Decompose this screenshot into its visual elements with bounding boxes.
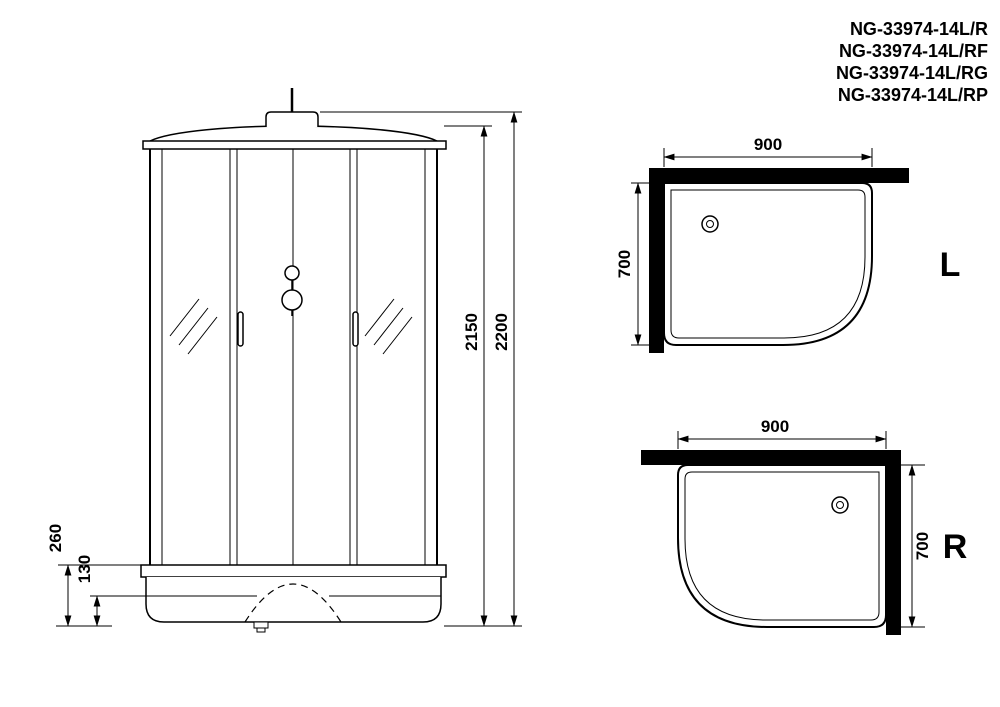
tray-skirt xyxy=(145,577,442,623)
cabin-body-frame xyxy=(149,149,438,565)
drain-outlet xyxy=(253,621,269,629)
dimension-base-height: 260 130 xyxy=(46,524,146,627)
dimension-width-l: 900 xyxy=(663,135,873,167)
mixer-knobs xyxy=(281,265,303,316)
mixer-knob-large xyxy=(281,289,303,311)
drain-circle-r xyxy=(831,496,849,514)
dim-label-700-r: 700 xyxy=(913,532,932,560)
dim-label-900-r: 900 xyxy=(761,417,789,436)
dim-label-900-l: 900 xyxy=(754,135,782,154)
access-panel-dashed-arc xyxy=(244,583,342,623)
model-number-4: NG-33974-14L/RP xyxy=(838,85,988,105)
dimension-width-r: 900 xyxy=(677,417,887,449)
tray-inner-rim-l xyxy=(670,189,866,339)
drain-center-r xyxy=(836,501,844,509)
door-handle-left xyxy=(237,311,244,347)
dim-label-2150: 2150 xyxy=(462,313,481,351)
door-handle-right xyxy=(352,311,359,347)
glass-hatch-right xyxy=(364,298,413,355)
wall-top-l xyxy=(649,168,909,183)
plan-view-right-version: 900 700 R xyxy=(641,417,967,635)
front-elevation-view: 260 130 2150 2200 xyxy=(46,88,522,633)
dim-label-260: 260 xyxy=(46,524,65,552)
drain-outlet-foot xyxy=(256,627,266,633)
dim-label-2200: 2200 xyxy=(492,313,511,351)
model-number-1: NG-33974-14L/R xyxy=(850,19,988,39)
dim-label-700-l: 700 xyxy=(615,250,634,278)
tray-inner-rim-r xyxy=(684,471,880,621)
dimension-depth-l: 700 xyxy=(615,182,664,346)
glass-hatch-left xyxy=(169,298,218,355)
model-number-3: NG-33974-14L/RG xyxy=(836,63,988,83)
wall-top-r xyxy=(641,450,901,465)
model-number-list: NG-33974-14L/R NG-33974-14L/RF NG-33974-… xyxy=(836,19,988,105)
orientation-label-l: L xyxy=(940,246,961,284)
wall-left-l xyxy=(649,168,664,353)
orientation-label-r: R xyxy=(943,528,968,566)
tray-rim xyxy=(140,564,447,578)
model-number-2: NG-33974-14L/RF xyxy=(839,41,988,61)
dimension-depth-r: 700 xyxy=(886,464,932,628)
dim-label-130: 130 xyxy=(75,555,94,583)
plan-view-left-version: 900 700 L xyxy=(615,135,960,353)
mixer-knob-small xyxy=(284,265,300,281)
drain-center-l xyxy=(706,220,714,228)
roof-cap xyxy=(265,111,319,127)
drain-circle-l xyxy=(701,215,719,233)
roof-rim xyxy=(142,140,447,150)
base-tray xyxy=(140,564,447,633)
roof-dome xyxy=(142,88,447,150)
dimension-heights: 2150 2200 xyxy=(320,111,522,627)
wall-right-r xyxy=(886,450,901,635)
